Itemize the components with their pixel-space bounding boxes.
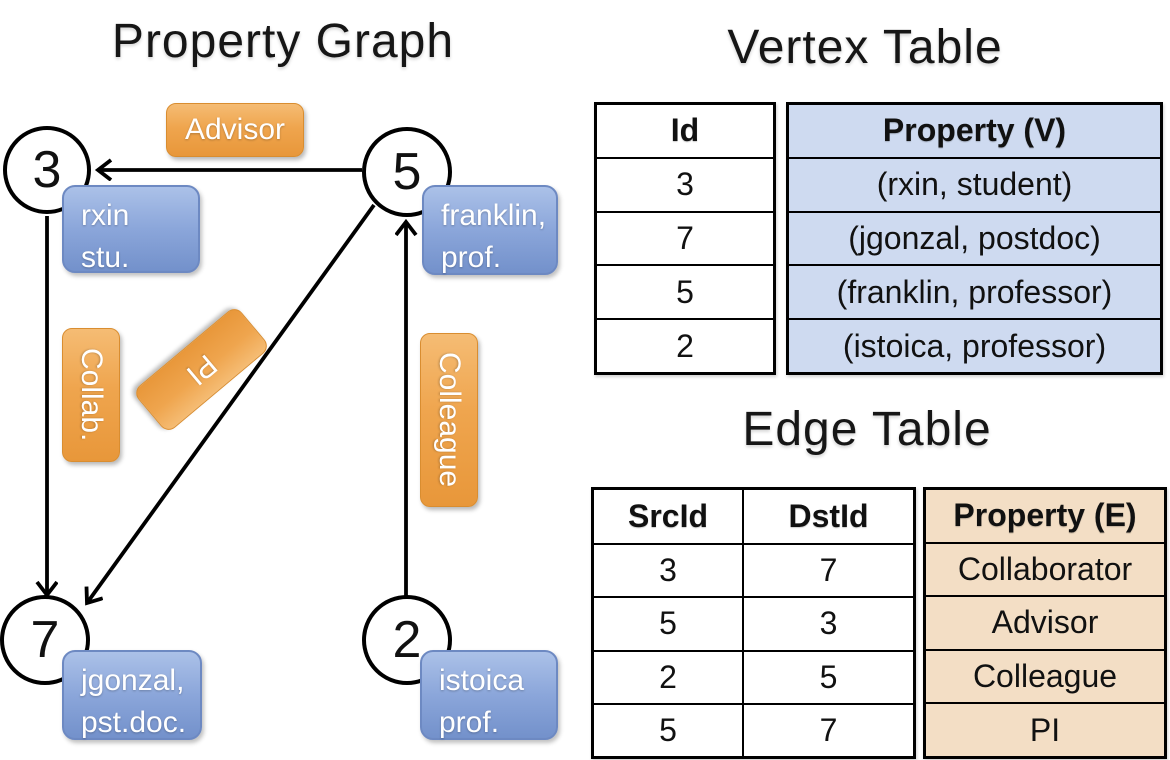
edge-table-row-srcid: 3	[594, 543, 742, 596]
edge-table-row-dstid: 5	[742, 649, 913, 703]
vertex-table-row-id: 5	[597, 264, 773, 318]
edge-table-row-dstid: 7	[742, 702, 913, 756]
node-3-property-line1: rxin	[81, 199, 130, 232]
vertex-table-property-header: Property (V)	[789, 105, 1160, 157]
node-5-property-line1: franklin,	[441, 199, 547, 232]
node-7-id: 7	[30, 611, 60, 669]
node-7-property-line2: pst.doc.	[81, 706, 187, 739]
node-2-property-line2: prof.	[439, 706, 500, 739]
node-3-id: 3	[32, 141, 62, 199]
node-2-property-box: istoica prof.	[420, 650, 558, 740]
vertex-table-row-property: (jgonzal, postdoc)	[789, 210, 1160, 265]
edge-label-pi-text: PI	[180, 348, 224, 392]
edge-label-collab: Collab.	[62, 328, 120, 462]
edge-label-colleague: Colleague	[420, 333, 478, 507]
edge-table-srcid-header: SrcId	[627, 498, 709, 535]
node-3-property-box: rxin stu.	[62, 185, 200, 274]
vertex-table-id-column: Id 3 7 5 2	[594, 102, 776, 375]
edge-line-5-7	[87, 203, 376, 603]
vertex-table-row-id: 2	[597, 318, 773, 372]
edge-label-collab-text: Collab.	[75, 348, 108, 442]
edge-table-row-srcid: 5	[594, 596, 742, 649]
vertex-table-property-column: Property (V) (rxin, student) (jgonzal, p…	[786, 102, 1163, 375]
edge-table-row-property: Collaborator	[926, 541, 1164, 596]
vertex-table-id-header: Id	[670, 112, 700, 149]
edge-table-row-property: Colleague	[926, 648, 1164, 703]
node-5-property-box: franklin, prof.	[422, 185, 558, 275]
edge-table-row-dstid: 7	[742, 543, 913, 597]
node-3-property-line2: stu.	[81, 241, 130, 274]
node-5-circle: 5	[362, 127, 452, 217]
node-2-id: 2	[392, 611, 422, 669]
edge-table-property-column: Property (E) Collaborator Advisor Collea…	[923, 487, 1167, 759]
node-2-circle: 2	[362, 595, 452, 685]
vertex-table-row-property: (franklin, professor)	[789, 264, 1160, 319]
edge-table-ids-columns: SrcId DstId 3 7 5 3 2 5 5 7	[591, 487, 916, 759]
node-5-id: 5	[392, 143, 422, 201]
edge-table-row-dstid: 3	[742, 596, 913, 650]
edge-label-advisor-text: Advisor	[184, 113, 286, 146]
node-7-property-box: jgonzal, pst.doc.	[62, 650, 202, 740]
edge-table-dstid-header: DstId	[742, 490, 913, 544]
edge-table-title: Edge Table	[742, 403, 992, 456]
edge-label-colleague-text: Colleague	[433, 352, 466, 488]
edge-label-advisor: Advisor	[166, 103, 304, 157]
edge-table-row-srcid: 2	[594, 649, 742, 703]
edge-table-row-srcid: 5	[594, 702, 742, 756]
node-5-property-line2: prof.	[441, 241, 502, 274]
node-2-property-line1: istoica	[439, 664, 525, 697]
vertex-table-row-property: (rxin, student)	[789, 156, 1160, 211]
edge-table-row-property: PI	[926, 702, 1164, 756]
property-graph-title: Property Graph	[111, 15, 455, 68]
vertex-table-title: Vertex Table	[727, 21, 1003, 74]
node-7-property-line1: jgonzal,	[81, 664, 185, 697]
vertex-table-row-id: 7	[597, 210, 773, 265]
vertex-table-row-property: (istoica, professor)	[789, 318, 1160, 372]
vertex-table-row-id: 3	[597, 156, 773, 211]
edge-table-row-property: Advisor	[926, 595, 1164, 649]
edge-table-property-header: Property (E)	[926, 490, 1164, 542]
